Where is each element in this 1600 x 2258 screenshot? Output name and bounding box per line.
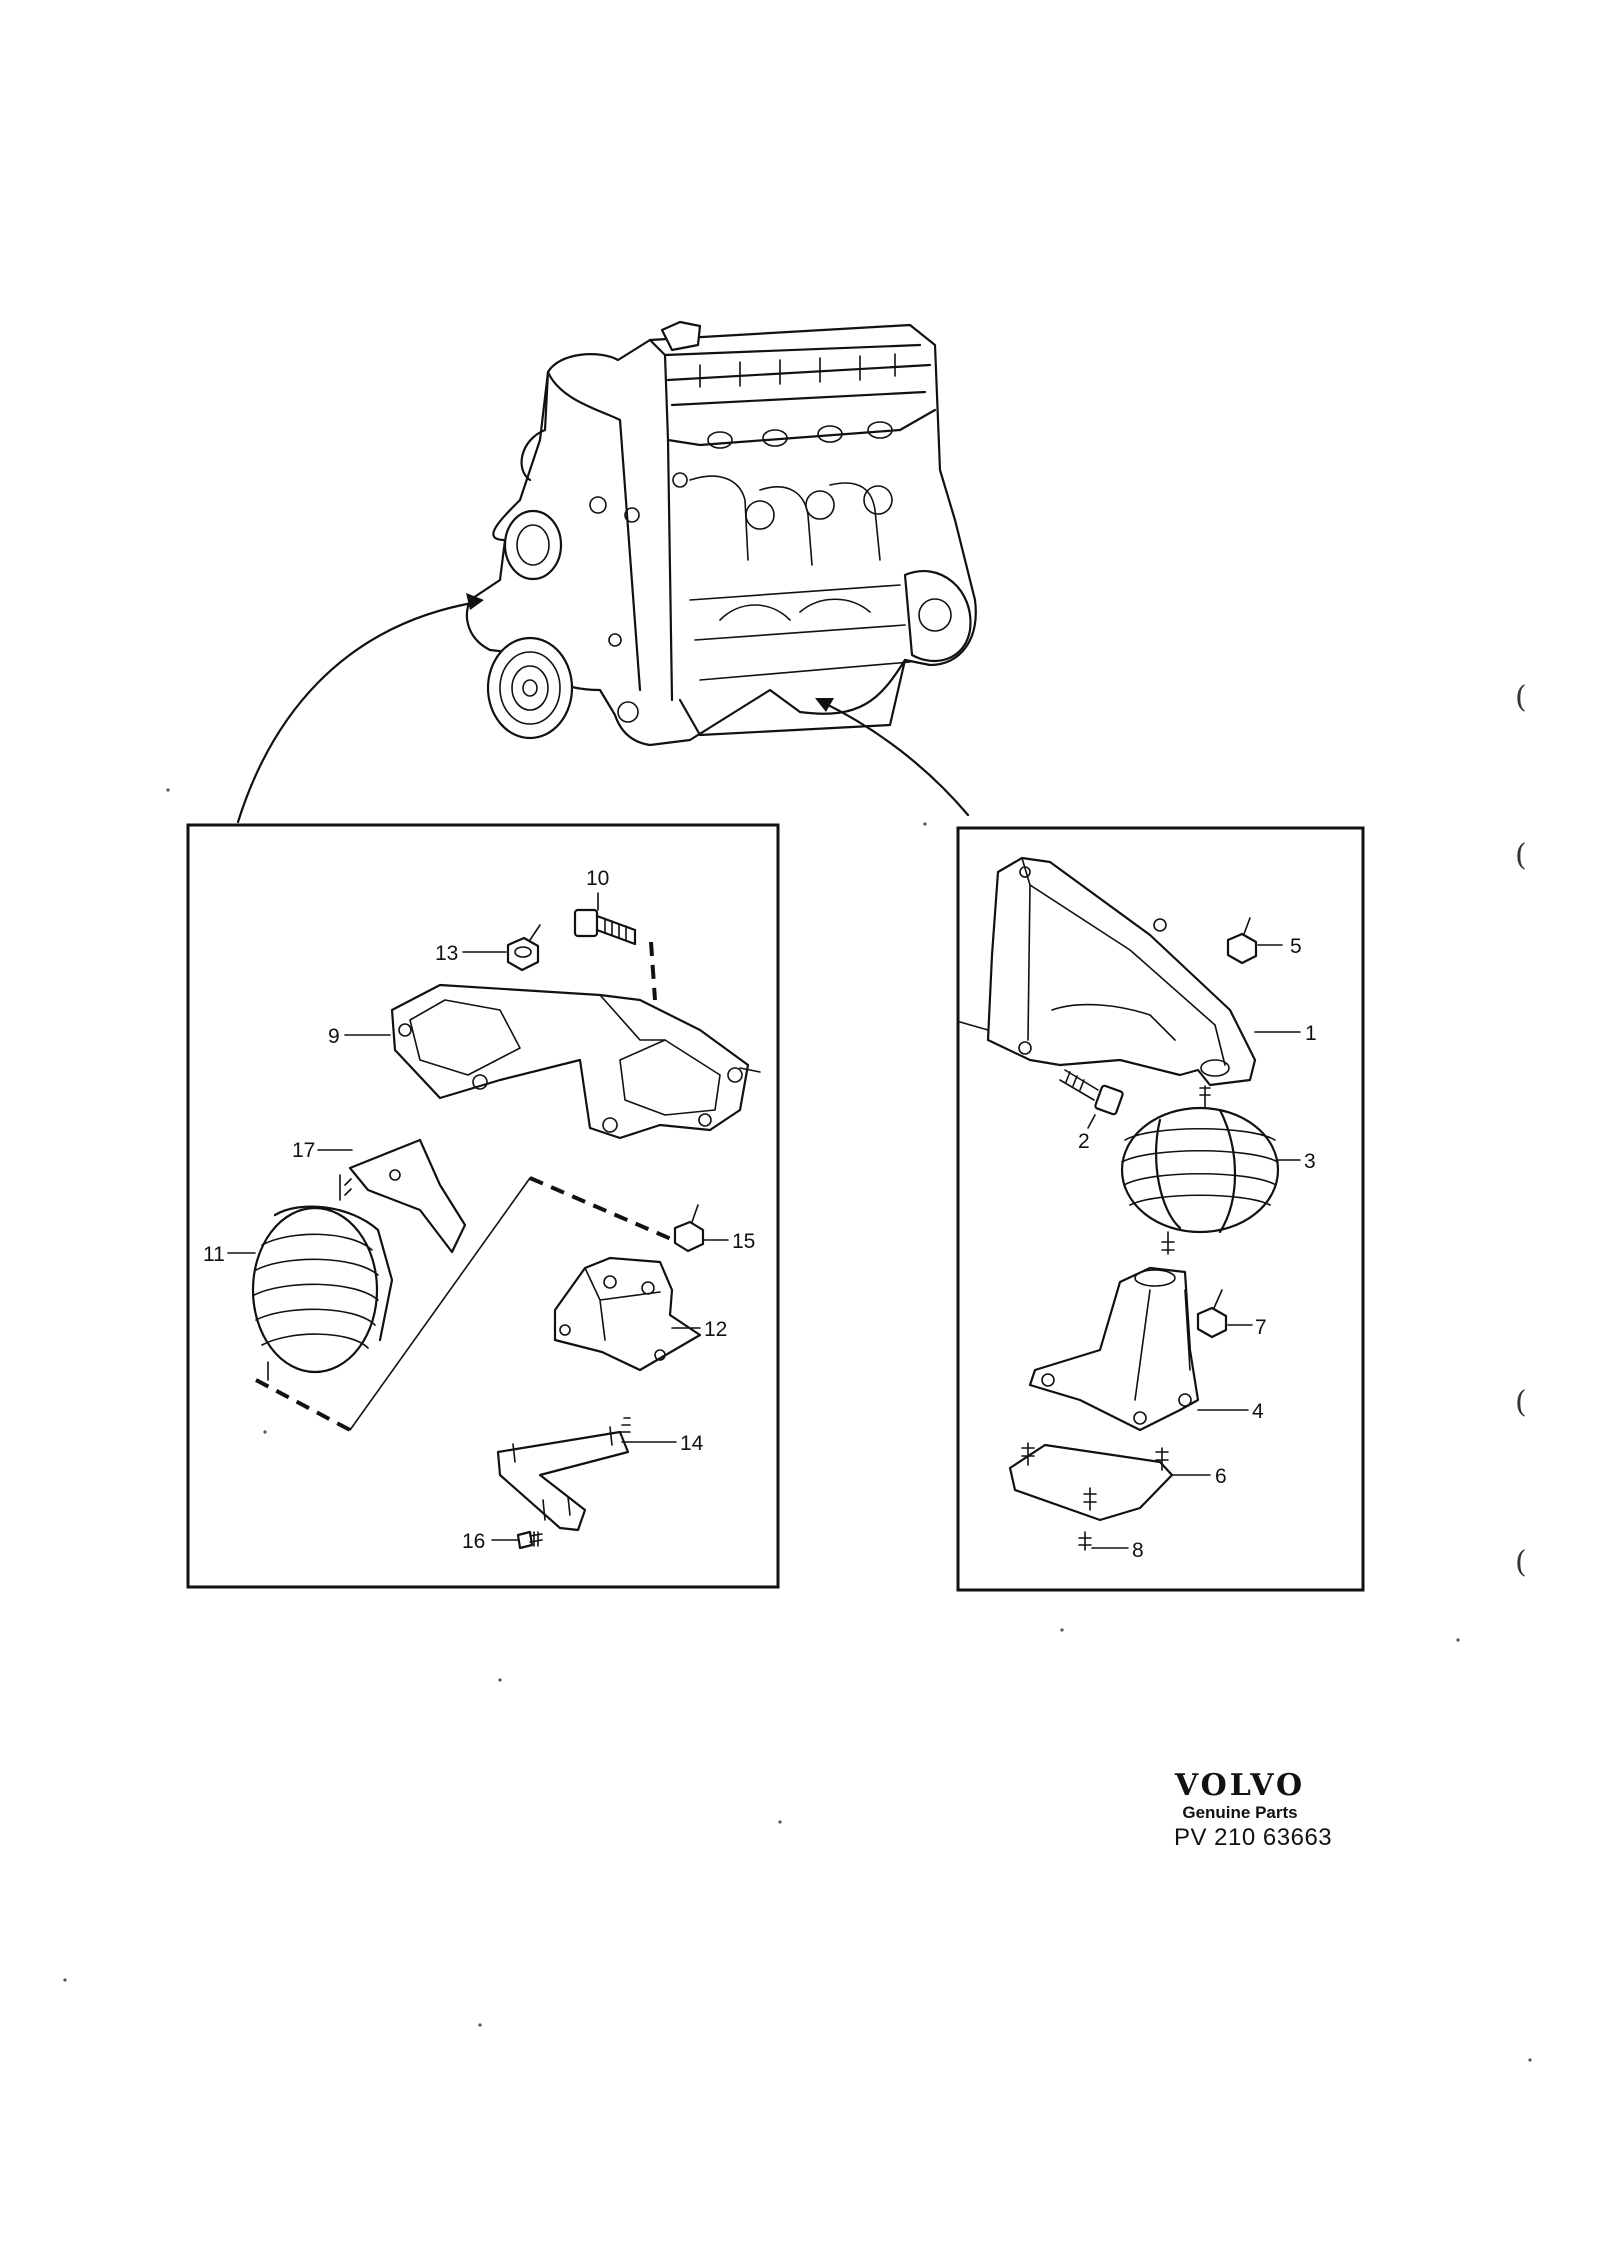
nut-15-icon	[673, 1204, 705, 1253]
callout-4: 4	[1252, 1400, 1264, 1423]
callout-11: 11	[203, 1243, 225, 1266]
bracket-4-icon	[1028, 1266, 1200, 1432]
brand-block: VOLVO Genuine Parts PV 210 63663	[1140, 1770, 1340, 1852]
margin-mark: (	[1515, 838, 1527, 873]
rubber-mount-11-icon	[251, 1174, 394, 1381]
callout-15: 15	[732, 1230, 755, 1253]
callout-8: 8	[1132, 1539, 1144, 1562]
engine-illustration	[465, 320, 977, 747]
bolt-10-icon	[573, 908, 637, 946]
callout-14: 14	[680, 1432, 704, 1455]
pointer-arrows	[236, 593, 970, 824]
left-mount-parts	[227, 892, 761, 1550]
margin-mark: (	[1515, 1545, 1527, 1580]
callout-3: 3	[1304, 1150, 1316, 1173]
right-mount-parts	[959, 856, 1301, 1551]
callout-13: 13	[435, 942, 458, 965]
callout-10: 10	[586, 867, 609, 890]
plate-6-icon	[1008, 1442, 1174, 1522]
rubber-mount-3-icon	[1120, 1085, 1280, 1255]
heat-shield-17-icon	[348, 1138, 467, 1254]
margin-mark: (	[1515, 680, 1527, 715]
margin-mark: (	[1515, 1385, 1527, 1420]
callout-1: 1	[1305, 1022, 1317, 1045]
callout-17: 17	[292, 1139, 315, 1162]
screw-16-icon	[516, 1530, 543, 1550]
nut-5-icon	[1226, 917, 1258, 965]
callout-6: 6	[1215, 1465, 1227, 1488]
callout-12: 12	[704, 1318, 727, 1341]
callout-2: 2	[1078, 1130, 1090, 1153]
volvo-logo: VOLVO	[1174, 1768, 1306, 1803]
left-mount-box	[186, 823, 780, 1589]
nut-8-icon	[1078, 1531, 1092, 1551]
left-callouts: 10 13 9 17 11 15 12 14 16	[203, 867, 755, 1553]
callout-9: 9	[328, 1025, 340, 1048]
bolt-2-icon	[1059, 1069, 1124, 1116]
right-mount-box	[956, 826, 1365, 1592]
right-callouts: 5 1 2 3 7 4 6 8	[1078, 935, 1317, 1562]
plate-14-icon	[496, 1417, 631, 1532]
nut-7-icon	[1196, 1289, 1228, 1339]
callout-16: 16	[462, 1530, 485, 1553]
bracket-9-icon	[390, 983, 761, 1140]
brand-subtitle: Genuine Parts	[1182, 1803, 1298, 1822]
callout-7: 7	[1255, 1316, 1267, 1339]
scan-specks	[63, 788, 1532, 2062]
nut-13-icon	[506, 924, 541, 972]
part-code: PV 210 63663	[1174, 1824, 1333, 1851]
callout-5: 5	[1290, 935, 1302, 958]
bracket-1-icon	[959, 856, 1257, 1087]
bracket-12-icon	[553, 1256, 702, 1372]
